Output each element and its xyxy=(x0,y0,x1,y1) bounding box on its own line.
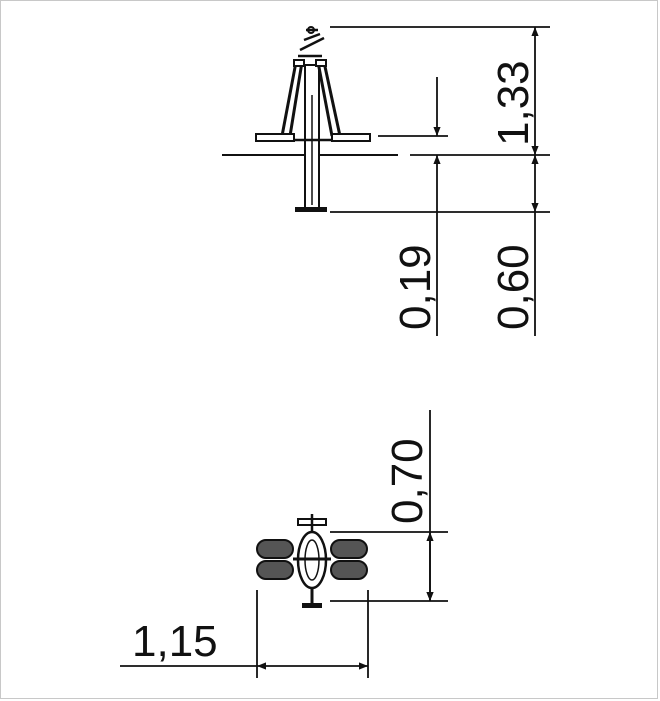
plan-view xyxy=(120,410,448,678)
handlebar-joint xyxy=(307,26,315,34)
right-pedal xyxy=(331,133,371,142)
right-leg-frame xyxy=(316,61,342,137)
plan-pedal-right-top xyxy=(330,539,368,559)
dim-label-small-offset: 0,19 xyxy=(391,244,440,330)
dim-label-depth: 0,70 xyxy=(383,438,432,524)
leg-clamp-left xyxy=(293,59,305,67)
plan-base-plate xyxy=(302,603,322,608)
base-plate xyxy=(295,207,327,212)
side-view xyxy=(222,26,550,336)
handlebar xyxy=(298,28,325,58)
left-pedal xyxy=(255,133,295,142)
dim-label-footing-depth: 0,60 xyxy=(489,244,538,330)
leg-clamp-right xyxy=(315,59,327,67)
plan-pedal-right-bottom xyxy=(330,560,368,580)
plan-pedal-left-bottom xyxy=(256,560,294,580)
dim-label-total-height: 1,33 xyxy=(489,60,538,146)
dim-label-width: 1,15 xyxy=(132,617,218,666)
plan-pedal-left-top xyxy=(256,539,294,559)
left-leg-frame xyxy=(280,61,304,137)
